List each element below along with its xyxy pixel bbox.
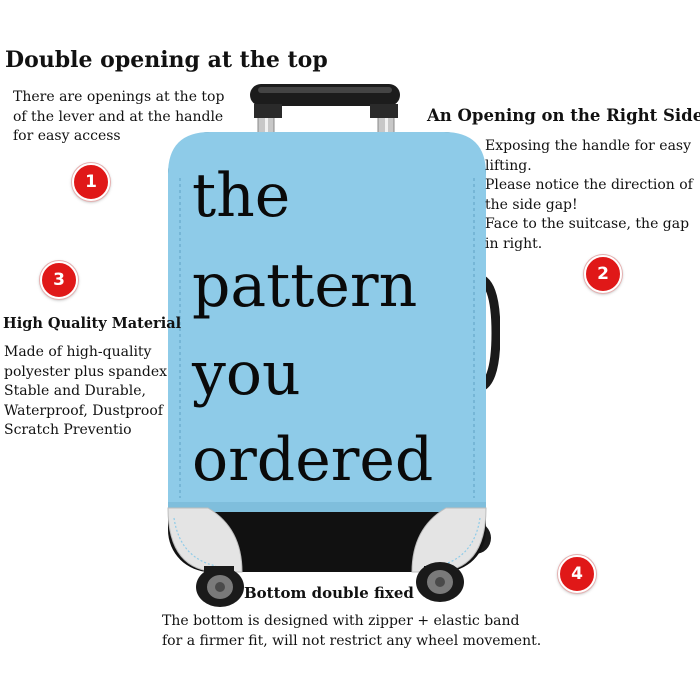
corner-protectors <box>167 507 487 573</box>
description-line: Waterproof, Dustproof <box>4 402 163 419</box>
bottom-section-title: Bottom double fixed <box>244 584 414 602</box>
right-section-description: Exposing the handle for easy lifting. Pl… <box>485 137 693 254</box>
description-line: of the lever and at the handle <box>13 108 224 125</box>
pattern-text-line: ordered <box>192 425 434 495</box>
description-line: Please notice the direction of <box>485 177 693 193</box>
luggage-cover <box>168 132 486 572</box>
description-line: Exposing the handle for easy <box>485 138 692 154</box>
description-line: in right. <box>485 235 543 252</box>
description-line: Made of high-quality <box>4 344 152 360</box>
number-badge-4: 4 <box>558 555 596 593</box>
suitcase-illustration <box>167 84 500 607</box>
telescopic-handle <box>250 84 400 139</box>
description-line: Scratch Preventio <box>4 422 132 438</box>
number-badge-2: 2 <box>584 255 622 293</box>
description-line: The bottom is designed with zipper + ela… <box>162 613 520 629</box>
bottom-section-description: The bottom is designed with zipper + ela… <box>162 612 541 651</box>
pattern-text-line: the <box>192 161 291 231</box>
top-section-description: There are openings at the top of the lev… <box>13 88 224 147</box>
top-section-title: Double opening at the top <box>5 47 328 73</box>
description-line: lifting. <box>485 157 532 174</box>
description-line: Stable and Durable, <box>4 383 146 399</box>
description-line: for easy access <box>13 128 121 144</box>
left-section-title: High Quality Material <box>3 315 182 332</box>
number-badge-3: 3 <box>40 261 78 299</box>
description-line: polyester plus spandex <box>4 363 168 380</box>
pattern-text-line: pattern <box>192 251 418 321</box>
left-section-description: Made of high-quality polyester plus span… <box>4 343 167 441</box>
number-badge-1: 1 <box>72 163 110 201</box>
right-section-title: An Opening on the Right Side <box>427 106 700 125</box>
description-line: There are openings at the top <box>13 89 225 105</box>
front-wheels <box>196 562 464 607</box>
pattern-text-line: you <box>192 339 301 409</box>
description-line: the side gap! <box>485 196 578 213</box>
description-line: Face to the suitcase, the gap <box>485 216 690 232</box>
description-line: for a firmer fit, will not restrict any … <box>162 632 542 649</box>
